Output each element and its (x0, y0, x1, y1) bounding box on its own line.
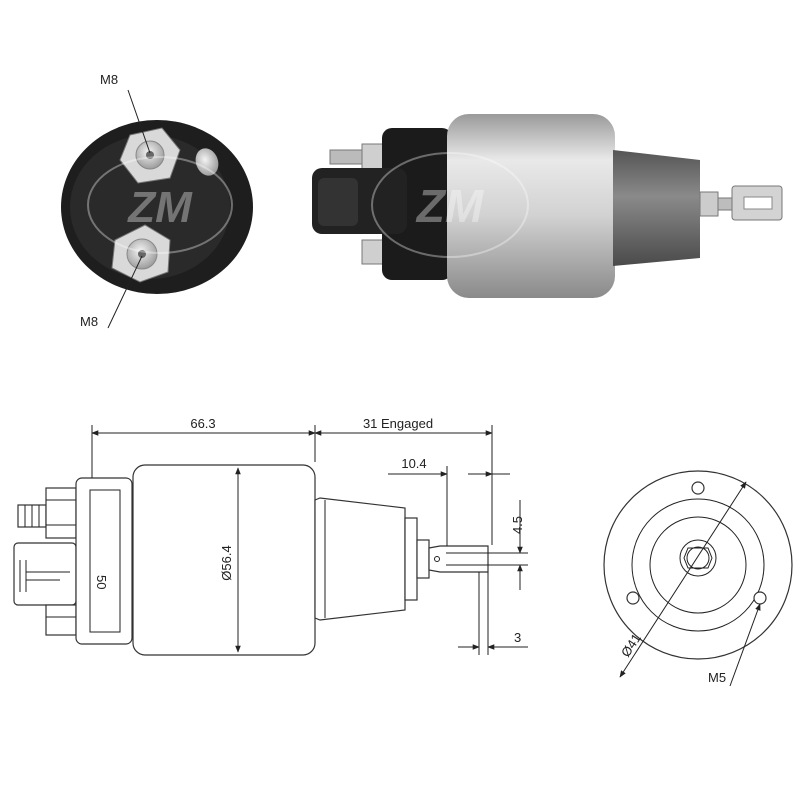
watermark-side-text: ZM (415, 180, 485, 232)
terminal-block (382, 128, 452, 280)
dim-body-diameter: Ø56.4 (219, 545, 234, 580)
mount-hole-left (626, 591, 640, 605)
plunger-housing (613, 150, 700, 266)
terminal-marking: 50 (94, 575, 109, 589)
dim-fork-offset: 3 (514, 630, 521, 645)
end-view-drawing: Ø41 M5 (603, 470, 793, 687)
mount-hole-right (753, 591, 767, 605)
dim-fork-depth: 10.4 (401, 456, 426, 471)
silver-housing (447, 114, 615, 298)
watermark-side: ZM (371, 152, 529, 258)
dim-fork-width: 4.5 (510, 516, 525, 534)
side-view-photo: ZM (312, 114, 783, 298)
watermark-text: ZM (126, 183, 193, 232)
terminal-cap-outline (75, 477, 133, 645)
watermark: ZM (87, 156, 233, 254)
side-view-drawing: 50 66.3 31 Engaged 10.4 4.5 (13, 416, 528, 656)
dim-body-length: 66.3 (190, 416, 215, 431)
dim-plunger-travel: 31 Engaged (363, 416, 433, 431)
upper-terminal-label: M8 (100, 72, 118, 87)
mount-thread-label: M5 (708, 670, 726, 685)
lower-terminal-nut (111, 224, 171, 283)
upper-terminal-nut (119, 127, 181, 184)
end-view-photo: ZM M8 M8 (61, 72, 253, 329)
lower-terminal-label: M8 (80, 314, 98, 329)
mount-hole-top (691, 481, 705, 495)
